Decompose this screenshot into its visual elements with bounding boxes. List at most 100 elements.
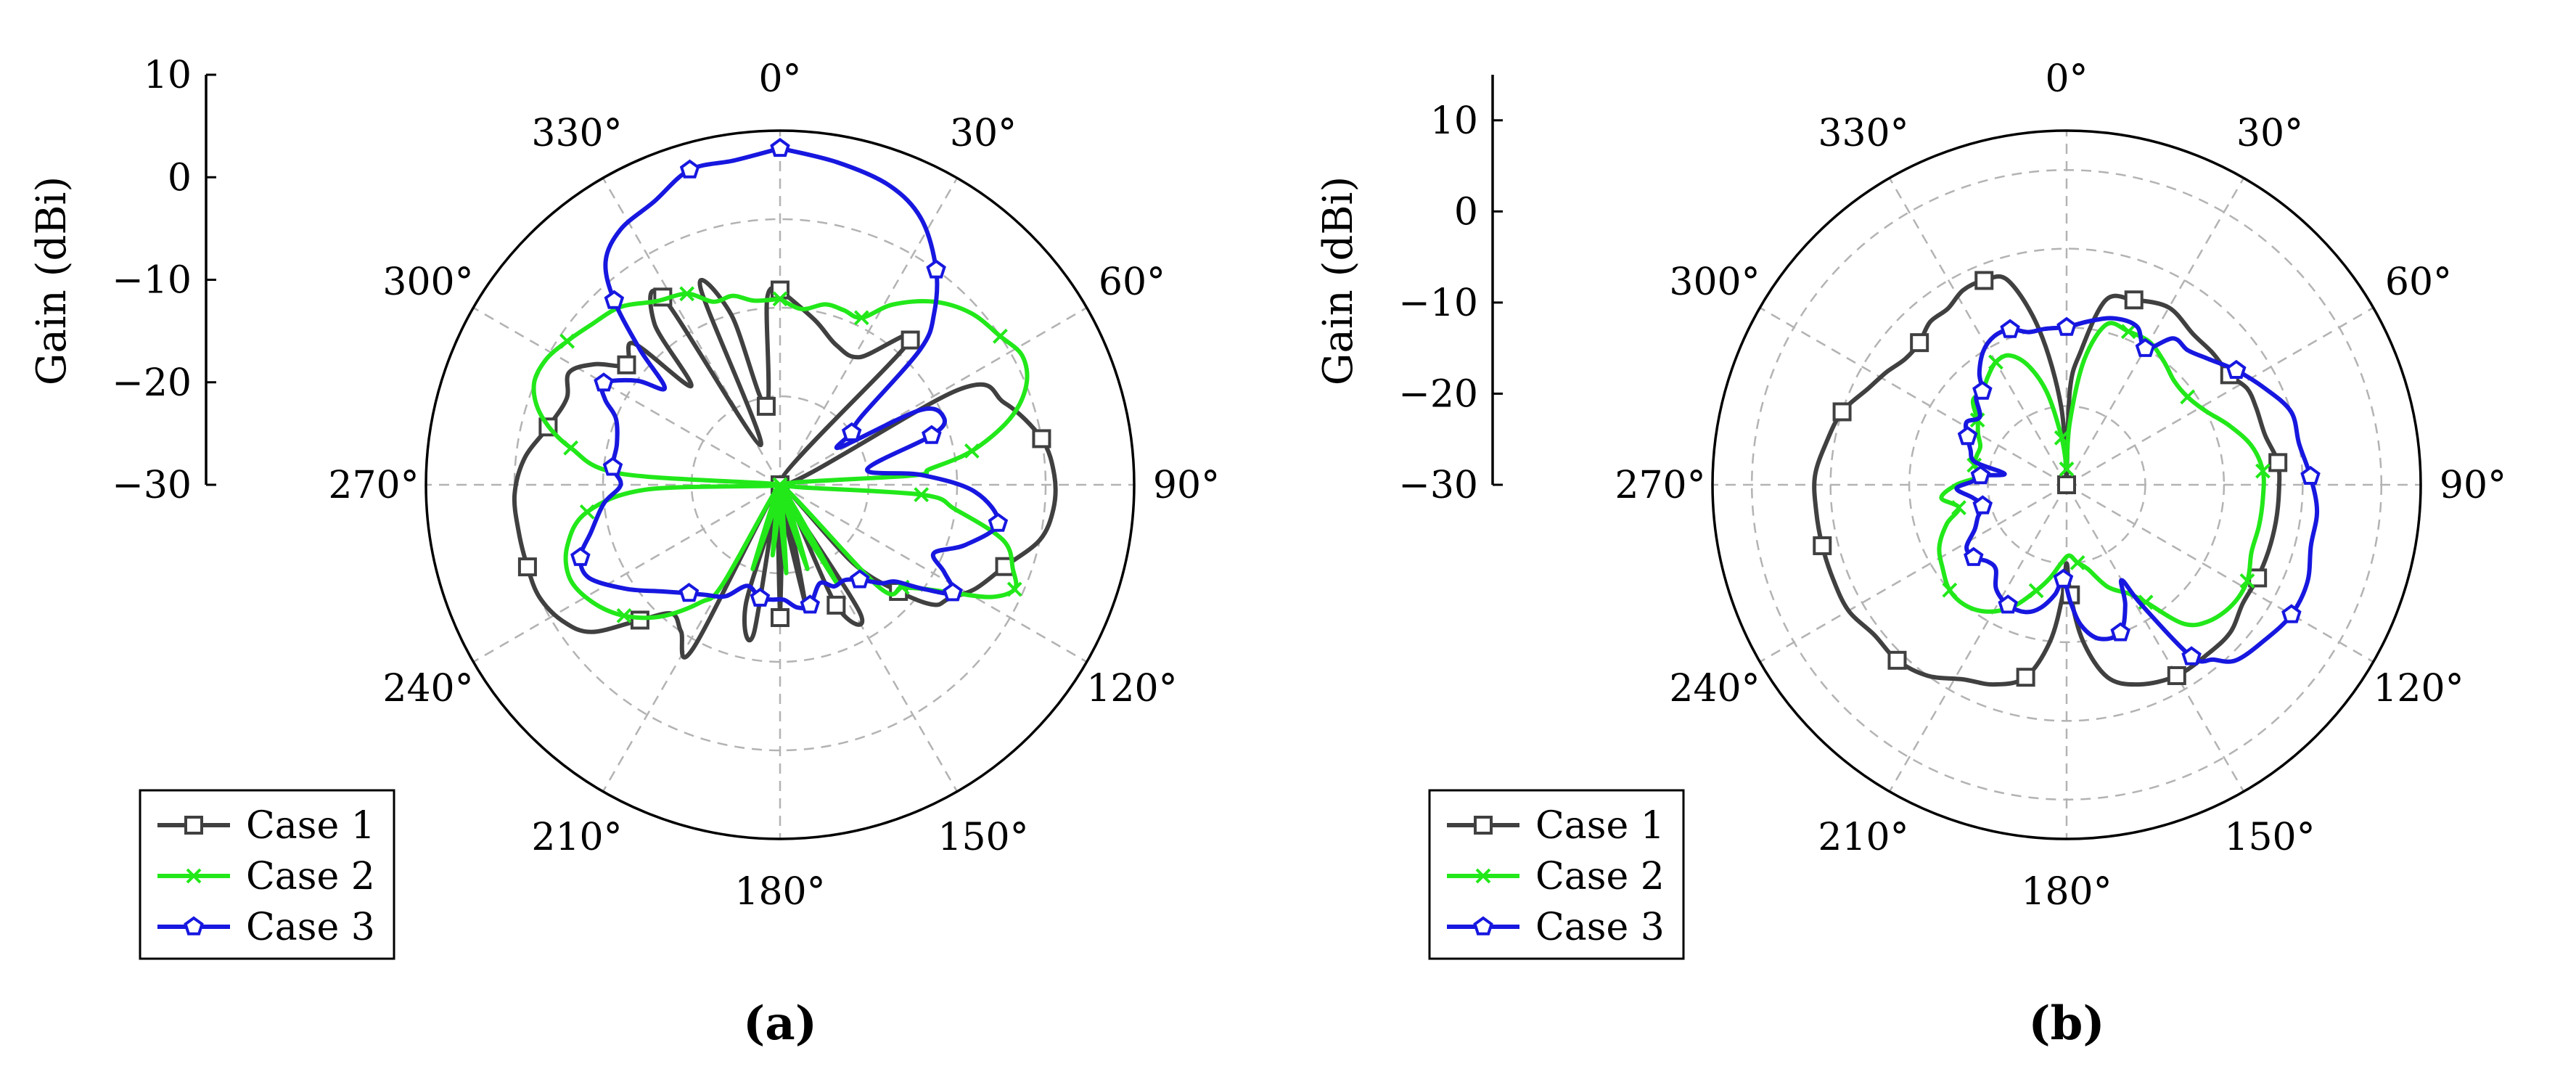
x-marker <box>579 504 595 520</box>
x-marker <box>616 607 632 623</box>
x-marker <box>993 328 1008 344</box>
pentagon-marker <box>1970 465 1991 485</box>
pentagon-marker <box>1473 916 1493 935</box>
grid-spoke <box>779 177 959 486</box>
angle-tick-label: 240° <box>382 667 473 710</box>
square-marker <box>517 557 537 577</box>
square-marker <box>630 610 649 630</box>
angle-tick-label: 180° <box>2021 870 2112 914</box>
angle-tick-label: 90° <box>2440 464 2506 507</box>
square-marker <box>1474 816 1493 835</box>
pentagon-marker <box>604 290 625 309</box>
x-marker <box>964 443 980 459</box>
series-line <box>1954 316 2320 664</box>
pentagon-marker <box>1957 425 1978 446</box>
r-tick-label: −10 <box>112 259 192 303</box>
pentagon-marker <box>602 456 623 476</box>
r-tick-label: 0 <box>1454 190 1478 234</box>
series-line <box>512 277 1058 660</box>
angle-tick-label: 150° <box>938 816 1028 859</box>
x-marker <box>1988 354 2003 370</box>
pentagon-marker <box>943 582 963 602</box>
angle-tick-label: 0° <box>2045 57 2088 101</box>
angle-tick-label: 330° <box>1818 112 1908 155</box>
grid-spoke <box>779 483 1088 663</box>
x-marker <box>853 310 869 326</box>
r-tick-label: 10 <box>144 54 192 97</box>
pentagon-marker <box>2056 316 2077 336</box>
grid-spoke <box>2066 483 2374 663</box>
x-marker <box>2054 430 2070 446</box>
square-marker <box>617 355 636 374</box>
square-marker <box>1910 333 1929 353</box>
pentagon-marker <box>770 137 790 157</box>
square-marker <box>1832 402 1852 422</box>
square-marker <box>771 608 789 627</box>
angle-tick-label: 30° <box>2236 112 2303 155</box>
r-tick-label: −30 <box>112 464 192 507</box>
angle-tick-label: 30° <box>950 112 1017 155</box>
grid-spoke <box>2065 177 2245 486</box>
angle-tick-label: 240° <box>1669 667 1760 710</box>
square-marker <box>1813 536 1832 555</box>
r-tick-label: −20 <box>112 361 192 405</box>
angle-tick-label: 60° <box>2385 261 2452 304</box>
legend-label: Case 1 <box>246 804 375 848</box>
angle-tick-label: 270° <box>1615 464 1705 507</box>
angle-tick-label: 60° <box>1099 261 1165 304</box>
x-marker <box>2239 573 2255 589</box>
square-marker <box>1974 271 1994 290</box>
legend-label: Case 3 <box>246 906 375 949</box>
pentagon-marker <box>750 587 771 607</box>
square-marker <box>756 396 776 416</box>
panel-label: (b) <box>2028 996 2104 1051</box>
r-tick-label: 10 <box>1430 99 1478 143</box>
pentagon-marker <box>570 546 591 566</box>
grid-spoke <box>1888 484 2068 792</box>
grid-spoke <box>779 306 1088 486</box>
y-axis-label: Gain (dBi) <box>28 176 75 386</box>
pentagon-marker <box>926 259 946 279</box>
x-marker <box>2255 463 2271 479</box>
pentagon-marker <box>1972 380 1993 400</box>
x-marker <box>1951 500 1966 515</box>
x-marker <box>2059 461 2075 477</box>
square-marker <box>184 816 203 835</box>
x-marker <box>1475 868 1491 884</box>
angle-tick-label: 300° <box>1669 261 1760 304</box>
x-marker <box>2180 389 2196 405</box>
pentagon-marker <box>2053 568 2074 588</box>
grid-spoke <box>1759 306 2067 486</box>
square-marker <box>901 330 920 350</box>
pentagon-marker <box>679 159 700 179</box>
pentagon-marker <box>1998 594 2018 614</box>
x-marker <box>1006 581 1022 597</box>
angle-tick-label: 270° <box>328 464 419 507</box>
x-marker <box>2070 554 2085 570</box>
polar-grid <box>1712 131 2421 839</box>
x-marker <box>559 333 575 349</box>
angle-tick-label: 210° <box>1818 816 1908 859</box>
series-case-3 <box>570 137 1009 614</box>
series-case-3 <box>1954 316 2321 665</box>
outer-circle <box>1711 129 2422 840</box>
pentagon-marker <box>2181 646 2202 665</box>
grid-spoke <box>2065 484 2245 792</box>
square-marker <box>2057 475 2076 494</box>
x-marker <box>679 286 695 302</box>
angle-tick-label: 330° <box>531 112 622 155</box>
x-marker <box>1942 582 1958 598</box>
angle-tick-label: 120° <box>1086 667 1177 710</box>
pentagon-marker <box>1964 546 1984 566</box>
pentagon-marker <box>594 372 614 392</box>
angle-tick-label: 0° <box>758 57 801 101</box>
polar-chart-b: 0°30°60°90°120°150°180°210°240°270°300°3… <box>1315 57 2506 1051</box>
square-marker <box>2268 453 2288 472</box>
pentagon-marker <box>2281 604 2302 623</box>
x-marker <box>563 440 579 456</box>
square-marker <box>826 595 846 615</box>
angle-tick-label: 90° <box>1153 464 1220 507</box>
angle-tick-label: 210° <box>531 816 622 859</box>
